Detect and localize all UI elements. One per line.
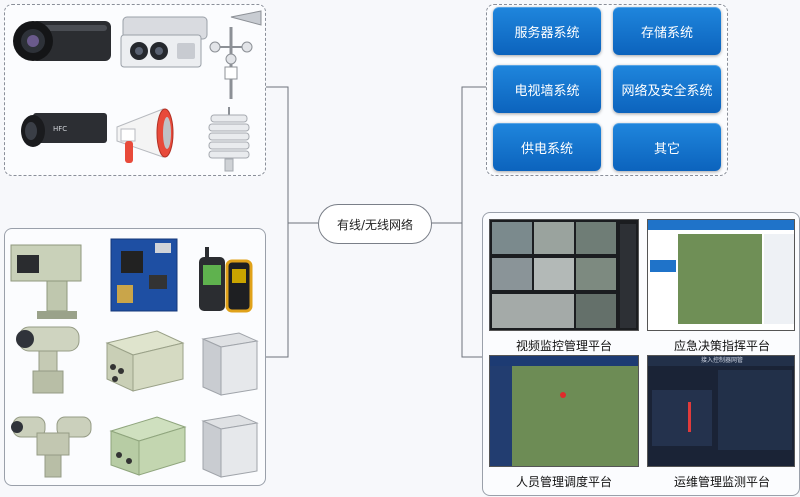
platform-label-personnel: 人员管理调度平台 bbox=[515, 475, 612, 489]
circuit-board-icon bbox=[110, 238, 178, 312]
cabinet-2-icon bbox=[201, 414, 259, 478]
dual-ptz-camera-icon bbox=[11, 416, 92, 478]
box-camera-icon bbox=[13, 21, 111, 61]
devices-panel-bottom bbox=[4, 228, 266, 486]
video-monitoring-screenshot bbox=[489, 219, 639, 331]
platform-label-emergency: 应急决策指挥平台 bbox=[673, 339, 770, 353]
sensor-shield-icon bbox=[208, 107, 250, 172]
platform-label-video: 视频监控管理平台 bbox=[515, 339, 612, 353]
left-bracket-line bbox=[266, 86, 289, 358]
video-wall-system-button[interactable]: 电视墙系统 bbox=[493, 65, 601, 113]
emergency-command-screenshot bbox=[647, 219, 795, 331]
bullet-camera-icon bbox=[120, 16, 208, 68]
personnel-dispatch-screenshot bbox=[489, 355, 639, 467]
rugged-phone-icon bbox=[199, 247, 253, 313]
right-bracket-line bbox=[461, 86, 486, 358]
megaphone-icon bbox=[116, 108, 174, 163]
systems-panel: 服务器系统 存储系统 电视墙系统 网络及安全系统 供电系统 其它 bbox=[486, 4, 728, 176]
camera-brand-text: HFC bbox=[53, 125, 67, 133]
zoom-camera-icon: HFC bbox=[21, 113, 107, 147]
ptz-housing-icon bbox=[10, 244, 82, 319]
power-system-button[interactable]: 供电系统 bbox=[493, 123, 601, 171]
cabinet-icon bbox=[201, 332, 259, 396]
junction-box-icon bbox=[105, 330, 185, 392]
network-hub: 有线/无线网络 bbox=[318, 204, 432, 244]
network-security-system-button[interactable]: 网络及安全系统 bbox=[613, 65, 721, 113]
platforms-panel: 视频监控管理平台 应急决策指挥平台 人员管理调度平台 接入控制器网管 运维管理监… bbox=[482, 212, 800, 496]
other-system-button[interactable]: 其它 bbox=[613, 123, 721, 171]
anemometer-icon bbox=[209, 10, 262, 99]
finned-enclosure-icon bbox=[109, 416, 187, 476]
platform-label-ops: 运维管理监测平台 bbox=[673, 475, 770, 489]
storage-system-button[interactable]: 存储系统 bbox=[613, 7, 721, 55]
dual-lens-camera-icon bbox=[16, 326, 80, 394]
dashboard-title: 接入控制器网管 bbox=[648, 356, 794, 366]
server-system-button[interactable]: 服务器系统 bbox=[493, 7, 601, 55]
ops-monitoring-screenshot: 接入控制器网管 bbox=[647, 355, 795, 467]
devices-panel-top: HFC bbox=[4, 4, 266, 176]
